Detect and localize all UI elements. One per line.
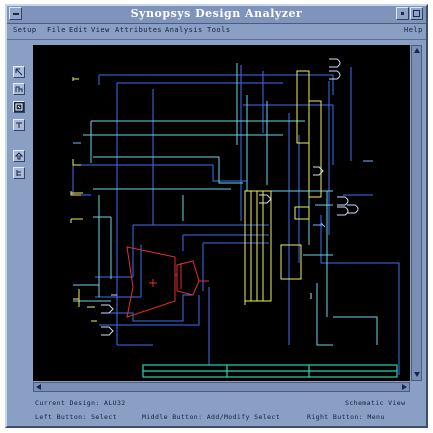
menu-analysis[interactable]: Analysis	[165, 26, 203, 34]
scroll-up-icon[interactable]	[414, 48, 420, 53]
maximize-button[interactable]	[410, 7, 423, 20]
left-button-hint: Left Button: Select	[35, 413, 117, 421]
menu-view[interactable]: View	[91, 26, 110, 34]
alu-datapath	[126, 246, 209, 318]
net-icon	[16, 122, 22, 128]
hierarchy-icon	[16, 170, 21, 176]
port-icon	[15, 86, 23, 92]
minimize-button[interactable]	[396, 7, 409, 20]
up-level-tool-button[interactable]	[13, 150, 25, 162]
schematic-drawing	[70, 58, 400, 378]
window-menu-icon	[13, 13, 19, 15]
menu-file[interactable]: File	[47, 26, 66, 34]
logic-gates	[101, 58, 359, 336]
port-tool-button[interactable]	[13, 83, 25, 95]
right-button-hint: Right Button: Menu	[307, 413, 385, 421]
menu-tools[interactable]: Tools	[207, 26, 231, 34]
minimize-icon	[401, 12, 404, 15]
schematic-canvas[interactable]	[33, 45, 410, 381]
cell-tool-button[interactable]	[13, 101, 25, 113]
pins	[73, 142, 373, 228]
scroll-down-icon[interactable]	[414, 372, 420, 377]
cell-icon	[15, 103, 23, 111]
application-window: Synopsys Design Analyzer Setup File Edit…	[5, 4, 428, 428]
title-bar[interactable]: Synopsys Design Analyzer	[7, 6, 426, 24]
down-level-tool-button[interactable]	[13, 167, 25, 179]
window-title: Synopsys Design Analyzer	[130, 7, 303, 20]
scroll-left-icon[interactable]	[36, 384, 41, 390]
menu-edit[interactable]: Edit	[69, 26, 88, 34]
maximize-icon	[413, 10, 420, 17]
up-arrow-icon	[14, 152, 24, 160]
window-menu-button[interactable]	[9, 7, 22, 20]
view-mode-status: Schematic View	[345, 399, 406, 407]
blue-nets	[72, 65, 400, 375]
menu-help[interactable]: Help	[404, 26, 423, 34]
net-tool-button[interactable]	[13, 119, 25, 131]
output-bus	[142, 364, 398, 378]
menu-setup[interactable]: Setup	[13, 26, 37, 34]
vertical-scrollbar[interactable]	[411, 45, 422, 381]
current-design-status: Current Design: ALU32	[35, 399, 126, 407]
scroll-right-icon[interactable]	[402, 384, 407, 390]
middle-button-hint: Middle Button: Add/Modify Select	[142, 413, 281, 421]
menu-attributes[interactable]: Attributes	[115, 26, 163, 34]
menu-bar: Setup File Edit View Attributes Analysis…	[7, 24, 426, 40]
pointer-icon	[15, 68, 23, 76]
pointer-tool-button[interactable]	[13, 66, 25, 78]
yellow-cells	[70, 70, 322, 322]
horizontal-scrollbar[interactable]	[33, 382, 410, 392]
